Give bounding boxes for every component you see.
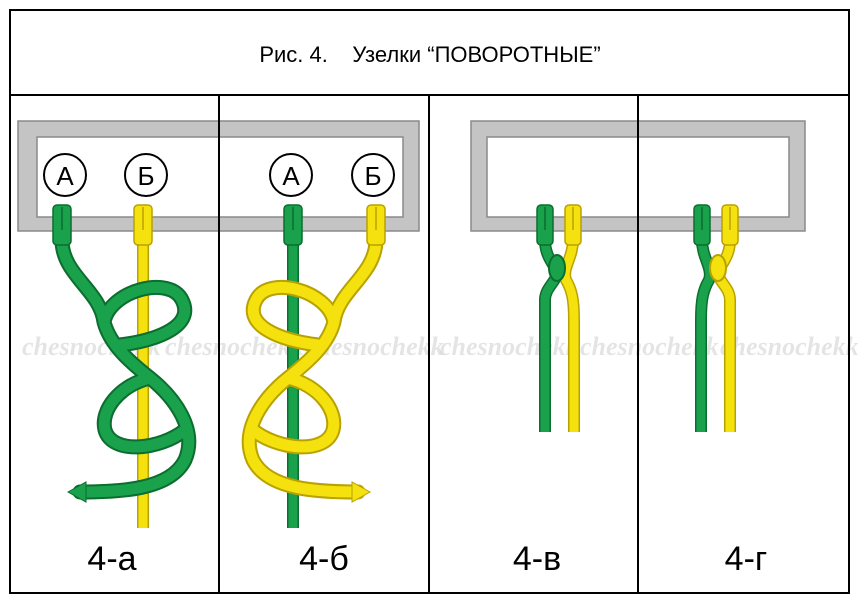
cord-b-marker (351, 153, 395, 197)
panel-label-4a: 4-а (87, 540, 136, 578)
panel-4a-knot: А Б (43, 153, 197, 528)
cord-a-marker (43, 153, 87, 197)
direction-arrow (351, 481, 372, 503)
direction-arrow (66, 481, 87, 503)
panel-4v-knot (536, 204, 582, 432)
cord-a-label: А (282, 161, 300, 191)
panel-4g-knot (693, 204, 739, 432)
knot (709, 254, 727, 282)
knot (548, 254, 566, 282)
yellow-cord-fill (560, 239, 579, 432)
cord-a-marker (269, 153, 313, 197)
cord-a-label: А (56, 161, 74, 191)
panel-4b-knot: А Б (241, 153, 395, 528)
panel-label-4b: 4-б (299, 540, 349, 578)
watermark-text: chesnochekk (720, 332, 858, 361)
cord-b-label: Б (364, 161, 381, 191)
panel-label-4v: 4-в (513, 540, 561, 578)
yellow-cord-fill (243, 234, 382, 498)
green-cord-fill (696, 239, 715, 432)
watermark-text: chesnochekk (440, 332, 579, 361)
cord-b-label: Б (137, 161, 154, 191)
panel-label-4g: 4-г (725, 540, 768, 578)
green-cord-fill (56, 234, 195, 498)
figure-title: Рис. 4. Узелки “ПОВОРОТНЫЕ” (259, 42, 600, 67)
cord-b-marker (124, 153, 168, 197)
mounting-bar-right (470, 120, 806, 232)
